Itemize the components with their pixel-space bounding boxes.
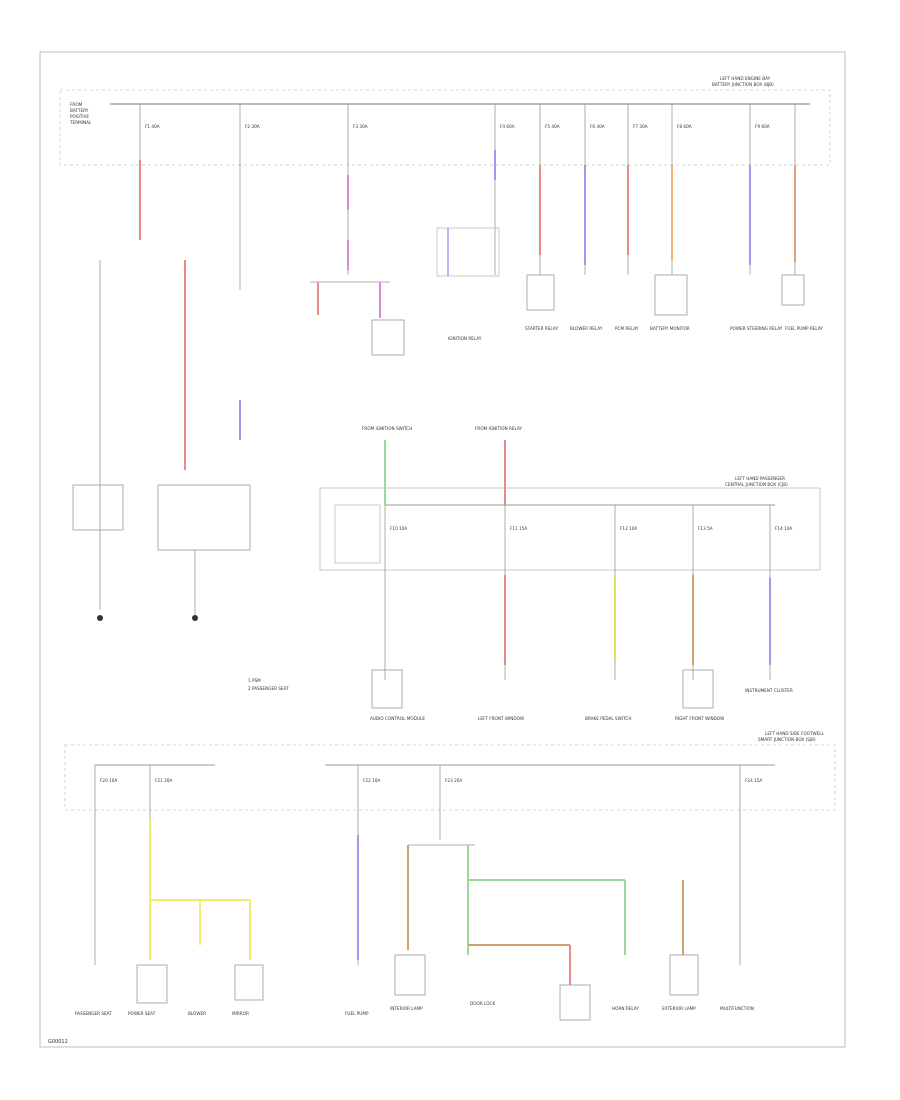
sjb-box	[64, 744, 836, 811]
left-circuit	[72, 260, 251, 621]
top-loads: IGNITION RELAY STARTER RELAY BLOWER RELA…	[310, 227, 823, 356]
svg-text:F9 60A: F9 60A	[755, 124, 770, 129]
battery-source-label: FROM	[70, 102, 83, 107]
svg-text:F11 15A: F11 15A	[510, 526, 527, 531]
footer-code: G00012	[48, 1039, 68, 1045]
svg-text:TERMINAL: TERMINAL	[69, 120, 92, 125]
svg-text:IGNITION RELAY: IGNITION RELAY	[448, 336, 482, 341]
svg-text:F23 20A: F23 20A	[445, 778, 462, 783]
svg-text:HORN RELAY: HORN RELAY	[612, 1006, 639, 1011]
svg-text:F4 60A: F4 60A	[500, 124, 515, 129]
mid-loads: AUDIO CONTROL MODULE LEFT FRONT WINDOW B…	[370, 669, 793, 721]
svg-text:F10 10A: F10 10A	[390, 526, 407, 531]
svg-text:F12 10A: F12 10A	[620, 526, 637, 531]
svg-text:DOOR LOCK: DOOR LOCK	[470, 1001, 495, 1006]
svg-text:F7 30A: F7 30A	[633, 124, 648, 129]
svg-text:SMART JUNCTION BOX (SJB): SMART JUNCTION BOX (SJB)	[758, 737, 816, 742]
svg-text:INSTRUMENT CLUSTER: INSTRUMENT CLUSTER	[745, 688, 793, 693]
ign-switch-source: FROM IGNITION SWITCH	[362, 426, 412, 431]
svg-text:PCM RELAY: PCM RELAY	[615, 326, 639, 331]
svg-text:BLOWER: BLOWER	[188, 1011, 206, 1016]
svg-text:F22 10A: F22 10A	[363, 778, 380, 783]
ign-relay-source: FROM IGNITION RELAY	[475, 426, 522, 431]
svg-text:AUDIO CONTROL MODULE: AUDIO CONTROL MODULE	[370, 716, 425, 721]
sjb-label: LEFT HAND SIDE FOOTWELL	[765, 731, 825, 736]
top-wires	[139, 104, 796, 290]
svg-text:INTERIOR LAMP: INTERIOR LAMP	[390, 1006, 423, 1011]
svg-text:F13 5A: F13 5A	[698, 526, 713, 531]
svg-text:F5 40A: F5 40A	[545, 124, 560, 129]
mid-wires	[384, 505, 771, 680]
cjb-label: LEFT HAND PASSENGER	[735, 476, 785, 481]
svg-text:FUEL PUMP RELAY: FUEL PUMP RELAY	[785, 326, 823, 331]
svg-text:BLOWER RELAY: BLOWER RELAY	[570, 326, 603, 331]
bottom-loads: PASSENGER SEAT POWER SEAT BLOWER MIRROR …	[75, 954, 754, 1021]
svg-text:MIRROR: MIRROR	[232, 1011, 249, 1016]
svg-text:STARTER RELAY: STARTER RELAY	[525, 326, 558, 331]
svg-text:BATTERY MONITOR: BATTERY MONITOR	[650, 326, 690, 331]
svg-text:POSITIVE: POSITIVE	[70, 114, 89, 119]
svg-text:FUEL PUMP: FUEL PUMP	[345, 1011, 369, 1016]
svg-text:F20 10A: F20 10A	[100, 778, 117, 783]
svg-text:RIGHT FRONT WINDOW: RIGHT FRONT WINDOW	[675, 716, 724, 721]
svg-text:F2 30A: F2 30A	[245, 124, 260, 129]
svg-text:POWER STEERING RELAY: POWER STEERING RELAY	[730, 326, 783, 331]
svg-text:EXTERIOR LAMP: EXTERIOR LAMP	[662, 1006, 696, 1011]
cjb-box	[319, 487, 821, 571]
mid-fuses: F10 10A F11 15A F12 10A F13 5A F14 10A	[390, 526, 792, 531]
svg-text:F24 15A: F24 15A	[745, 778, 762, 783]
svg-text:MULTIFUNCTION: MULTIFUNCTION	[720, 1006, 754, 1011]
bjb-label: LEFT HAND ENGINE BAY	[720, 76, 771, 81]
svg-text:BRAKE PEDAL SWITCH: BRAKE PEDAL SWITCH	[585, 716, 631, 721]
svg-text:F21 20A: F21 20A	[155, 778, 172, 783]
bottom-wires	[94, 765, 741, 985]
bjb-label-2: BATTERY JUNCTION BOX (BJB)	[712, 82, 774, 87]
svg-text:F14 10A: F14 10A	[775, 526, 792, 531]
svg-text:F3 30A: F3 30A	[353, 124, 368, 129]
bjb-box	[59, 89, 831, 166]
legend-1: 1 PSM	[248, 678, 261, 683]
svg-text:PASSENGER SEAT: PASSENGER SEAT	[75, 1011, 112, 1016]
outer-border	[39, 51, 846, 1048]
svg-text:LEFT FRONT WINDOW: LEFT FRONT WINDOW	[478, 716, 524, 721]
svg-text:POWER SEAT: POWER SEAT	[128, 1011, 156, 1016]
svg-text:F6 40A: F6 40A	[590, 124, 605, 129]
svg-text:BATTERY: BATTERY	[70, 108, 89, 113]
top-fuses: F1 40A F2 30A F3 30A F4 60A F5 40A F6 40…	[145, 124, 770, 129]
bottom-fuses: F20 10A F21 20A F22 10A F23 20A F24 15A	[100, 778, 762, 783]
svg-text:F1 40A: F1 40A	[145, 124, 160, 129]
legend-2: 2 PASSENGER SEAT	[248, 686, 289, 691]
svg-text:CENTRAL JUNCTION BOX (CJB): CENTRAL JUNCTION BOX (CJB)	[725, 482, 788, 487]
svg-text:F8 60A: F8 60A	[677, 124, 692, 129]
